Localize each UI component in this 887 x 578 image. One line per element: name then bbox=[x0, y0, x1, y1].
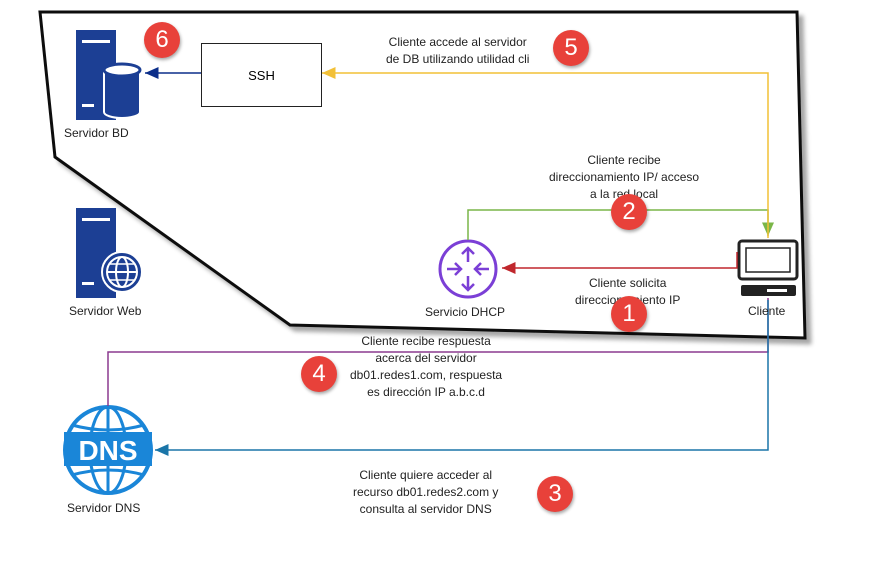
arrow-step-3 bbox=[155, 300, 769, 456]
client-computer-icon bbox=[737, 239, 799, 296]
step-1-badge: 1 bbox=[611, 296, 647, 332]
database-server-icon bbox=[76, 30, 142, 120]
step-2-badge: 2 bbox=[611, 194, 647, 230]
step-6-badge: 6 bbox=[144, 22, 180, 58]
ssh-box: SSH bbox=[201, 43, 322, 107]
arrow-step-1 bbox=[502, 252, 738, 274]
step-1-text: Cliente solicitadireccionamiento IP bbox=[575, 276, 681, 307]
dhcp-router-icon bbox=[438, 239, 498, 299]
label-servidor-web: Servidor Web bbox=[69, 304, 142, 318]
label-cliente: Cliente bbox=[748, 304, 786, 318]
step-5-badge: 5 bbox=[553, 30, 589, 66]
label-servicio-dhcp: Servicio DHCP bbox=[425, 305, 506, 319]
dns-globe-icon bbox=[63, 405, 153, 495]
ssh-label: SSH bbox=[248, 67, 275, 83]
arrow-step-5 bbox=[322, 67, 769, 238]
label-servidor-bd: Servidor BD bbox=[64, 126, 129, 140]
step-4-badge: 4 bbox=[301, 356, 337, 392]
step-3-badge: 3 bbox=[537, 476, 573, 512]
dns-logo-text: DNS bbox=[78, 435, 137, 466]
label-servidor-dns: Servidor DNS bbox=[67, 501, 141, 515]
web-server-icon bbox=[76, 208, 143, 298]
